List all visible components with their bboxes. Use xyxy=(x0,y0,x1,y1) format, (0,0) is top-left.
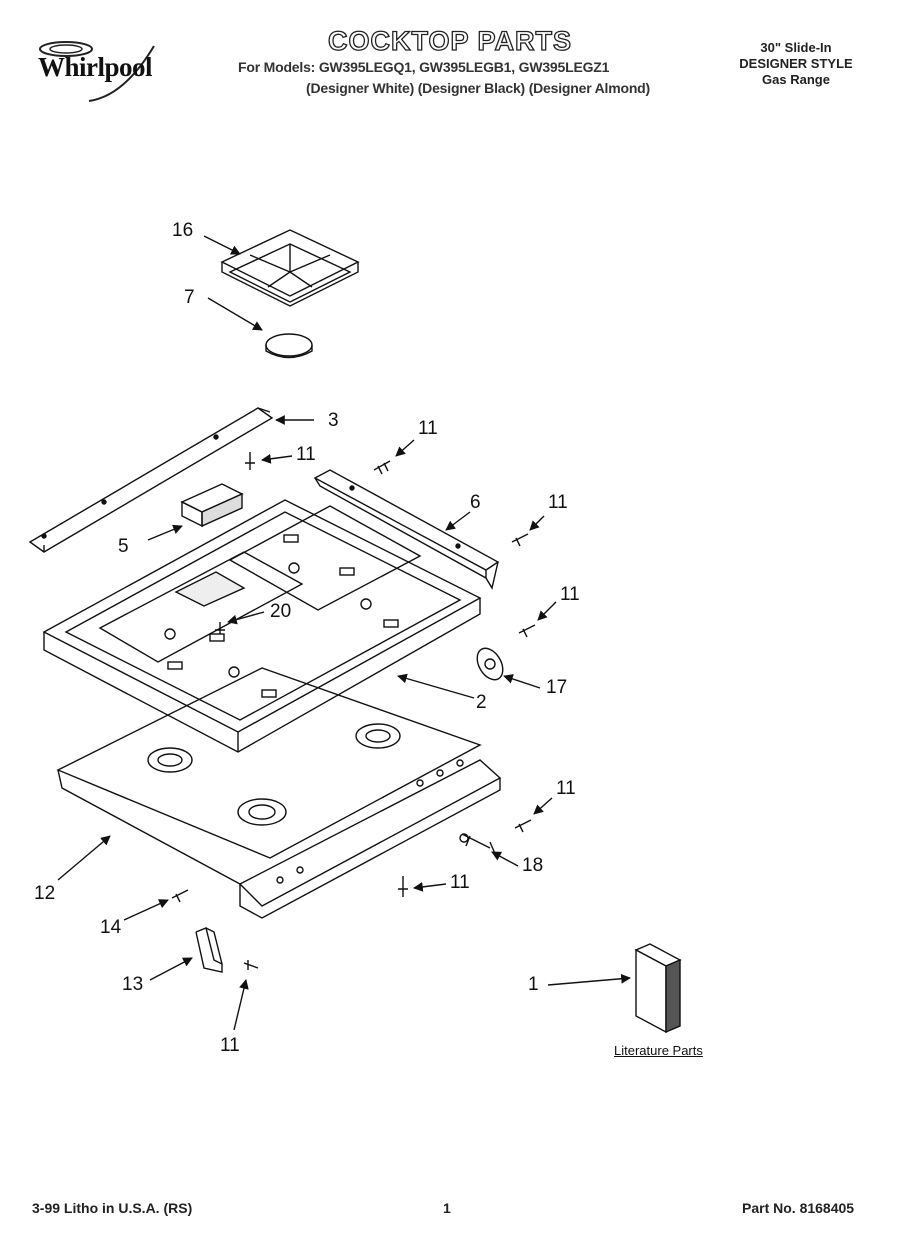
variants-line: (Designer White) (Designer Black) (Desig… xyxy=(306,80,650,96)
callout-11: 11 xyxy=(418,418,438,439)
callout-11: 11 xyxy=(560,584,580,605)
burner-cap-part xyxy=(265,333,313,359)
range-style: DESIGNER STYLE xyxy=(739,56,853,71)
callout-13: 13 xyxy=(122,974,144,995)
ignition-module-part xyxy=(180,483,244,528)
callout-18: 18 xyxy=(522,855,544,876)
callout-11: 11 xyxy=(548,492,568,513)
callout-12: 12 xyxy=(34,883,56,904)
footer-page-number: 1 xyxy=(443,1200,451,1216)
footer-print-info: 3-99 Litho in U.S.A. (RS) xyxy=(32,1200,193,1216)
mounting-screw-part xyxy=(171,889,189,903)
callout-14: 14 xyxy=(100,917,122,938)
literature-parts-label: Literature Parts xyxy=(614,1043,703,1058)
whirlpool-logo xyxy=(39,41,155,102)
page-title: COCKTOP PARTS xyxy=(327,25,573,56)
literature-part xyxy=(634,943,682,1034)
callout-11: 11 xyxy=(220,1035,240,1056)
orifice-gasket-part xyxy=(476,647,504,681)
rear-trim-strip-part xyxy=(28,407,274,553)
callout-20: 20 xyxy=(270,601,292,622)
cooktop-main-part xyxy=(42,499,482,753)
callout-5: 5 xyxy=(118,536,129,557)
range-size: 30" Slide-In xyxy=(760,40,832,55)
callout-11: 11 xyxy=(556,778,576,799)
callout-3: 3 xyxy=(328,410,339,431)
callout-11: 11 xyxy=(450,872,470,893)
side-bracket-part xyxy=(313,469,500,590)
burner-box-part xyxy=(56,667,502,919)
range-type: Gas Range xyxy=(762,72,830,87)
models-line: For Models: GW395LEGQ1, GW395LEGB1, GW39… xyxy=(238,59,610,75)
callout-1: 1 xyxy=(528,974,539,995)
callout-2: 2 xyxy=(476,692,487,713)
callout-16: 16 xyxy=(172,220,194,241)
callout-7: 7 xyxy=(184,287,195,308)
screw-parts xyxy=(215,452,536,970)
anti-tip-bracket-part xyxy=(195,927,223,973)
brand-name: Whirlpool xyxy=(38,52,153,82)
callout-17: 17 xyxy=(546,677,568,698)
callout-11: 11 xyxy=(296,444,316,465)
orifice-holder-part xyxy=(459,833,497,857)
leader-lines xyxy=(57,235,631,1031)
burner-grate-part xyxy=(220,229,360,307)
footer-part-number: Part No. 8168405 xyxy=(742,1200,855,1216)
callout-6: 6 xyxy=(470,492,481,513)
